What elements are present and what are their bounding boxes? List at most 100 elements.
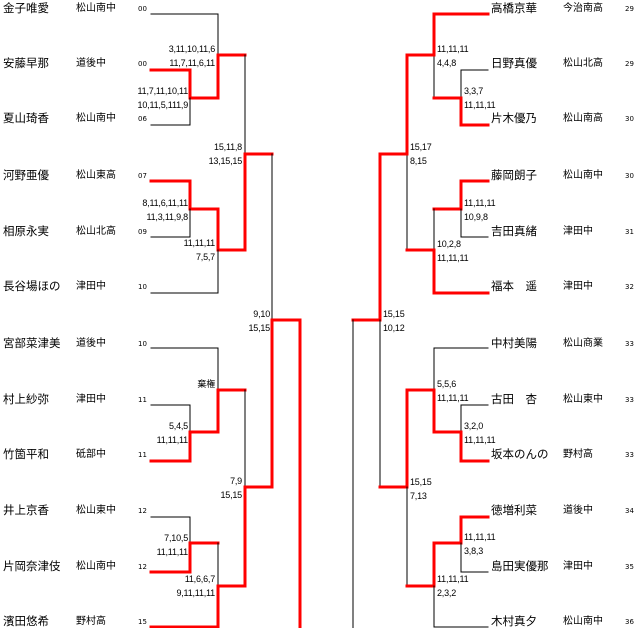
player-name: 村上紗弥 (3, 392, 49, 406)
match-score: 11,11,11 (464, 100, 496, 110)
player-school: 松山南中 (563, 170, 603, 181)
match-score: 15,15 (248, 323, 270, 333)
match-score: 棄権 (197, 379, 215, 389)
match-score: 11,11,11 (437, 574, 469, 584)
match-score: 10,11,5,111,9 (137, 100, 189, 110)
match-score: 11,6,6,7 (184, 574, 215, 584)
match-score: 15,17 (410, 142, 432, 152)
match-score: 15,15 (410, 477, 432, 487)
match-score: 11,11,11 (464, 435, 496, 445)
match-score: 11,11,11 (156, 547, 189, 557)
player-number: 11 (138, 396, 147, 404)
match-score: 11,7,11,6,11 (169, 58, 215, 68)
player-name: 河野亜優 (3, 168, 49, 182)
player-number: 35 (625, 563, 634, 571)
player-school: 津田中 (76, 394, 106, 405)
match-score: 4,4,8 (437, 58, 457, 68)
match-score: 2,3,2 (437, 588, 457, 598)
player-school: 松山東高 (76, 170, 116, 181)
player-number: 15 (138, 618, 147, 626)
player-school: 津田中 (76, 281, 106, 292)
player-school: 松山南高 (563, 113, 603, 124)
player-number: 30 (625, 115, 634, 123)
player-name: 高橋京華 (491, 1, 537, 15)
player-school: 砥部中 (76, 449, 106, 460)
player-school: 野村高 (563, 449, 593, 460)
player-number: 33 (625, 340, 634, 348)
match-score: 15,15 (220, 490, 242, 500)
match-score: 10,2,8 (437, 239, 461, 249)
player-school: 松山南中 (76, 561, 116, 572)
player-school: 松山商業 (563, 338, 603, 349)
match-score: 11,11,11 (464, 198, 496, 208)
player-name: 片岡奈津伎 (3, 559, 61, 573)
player-name: 吉田真緒 (491, 224, 537, 238)
player-name: 竹箇平和 (3, 447, 49, 461)
player-number: 10 (138, 283, 147, 291)
match-score: 3,3,7 (464, 86, 484, 96)
player-number: 12 (138, 563, 147, 571)
player-name: 福本 遥 (491, 279, 537, 293)
player-school: 道後中 (76, 338, 106, 349)
player-number: 12 (138, 507, 147, 515)
player-name: 夏山琦香 (3, 111, 49, 125)
player-school: 松山東中 (76, 505, 116, 516)
match-score: 8,15 (410, 156, 427, 166)
match-score: 15,11,8 (214, 142, 242, 152)
player-number: 11 (138, 451, 147, 459)
player-number: 36 (625, 618, 634, 626)
player-name: 島田実優那 (491, 559, 549, 573)
player-school: 松山南中 (76, 113, 116, 124)
player-number: 06 (138, 115, 147, 123)
player-name: 金子唯愛 (3, 1, 49, 15)
match-score: 7,5,7 (195, 252, 215, 262)
match-score: 3,2,0 (464, 421, 484, 431)
player-school: 松山北高 (76, 226, 116, 237)
player-number: 34 (625, 507, 634, 515)
match-score: 5,5,6 (437, 379, 457, 389)
player-number: 10 (138, 340, 147, 348)
player-number: 07 (138, 172, 147, 180)
player-name: 木村真夕 (491, 614, 537, 628)
player-name: 徳増利菜 (491, 503, 537, 517)
player-number: 00 (138, 60, 147, 68)
match-score: 11,11,11 (437, 393, 469, 403)
player-name: 長谷場ほの (3, 279, 61, 293)
player-school: 道後中 (76, 58, 106, 69)
player-number: 31 (625, 228, 634, 236)
match-score: 9,11,11,11 (176, 588, 215, 598)
match-score: 9,10 (253, 309, 270, 319)
match-score: 11,11,11 (183, 238, 216, 248)
player-name: 中村美陽 (491, 336, 537, 350)
match-score: 11,11,11 (156, 435, 189, 445)
match-score: 11,11,11 (437, 44, 469, 54)
player-name: 相原永実 (3, 224, 49, 238)
player-name: 安藤早那 (3, 56, 49, 70)
player-school: 津田中 (563, 281, 593, 292)
match-score: 7,13 (410, 491, 427, 501)
match-score: 8,11,6,11,11 (142, 198, 188, 208)
match-score: 11,11,11 (437, 253, 469, 263)
match-score: 13,15,15 (208, 156, 243, 166)
player-name: 片木優乃 (491, 111, 537, 125)
player-number: 29 (625, 5, 634, 13)
player-number: 29 (625, 60, 634, 68)
player-name: 宮部菜津美 (3, 336, 61, 350)
player-school: 松山南中 (563, 616, 603, 627)
player-name: 濱田悠希 (3, 614, 49, 628)
player-number: 33 (625, 451, 634, 459)
player-school: 松山南中 (76, 3, 116, 14)
player-name: 日野真優 (491, 56, 537, 70)
player-school: 津田中 (563, 226, 593, 237)
match-score: 3,11,10,11,6 (168, 44, 216, 54)
player-number: 09 (138, 228, 147, 236)
player-school: 野村高 (76, 616, 106, 627)
match-score: 5,4,5 (168, 421, 188, 431)
player-number: 32 (625, 283, 634, 291)
player-school: 津田中 (563, 561, 593, 572)
player-name: 藤岡朗子 (491, 168, 537, 182)
match-score: 10,12 (383, 323, 405, 333)
match-score: 7,10,5 (164, 533, 188, 543)
player-number: 00 (138, 5, 147, 13)
